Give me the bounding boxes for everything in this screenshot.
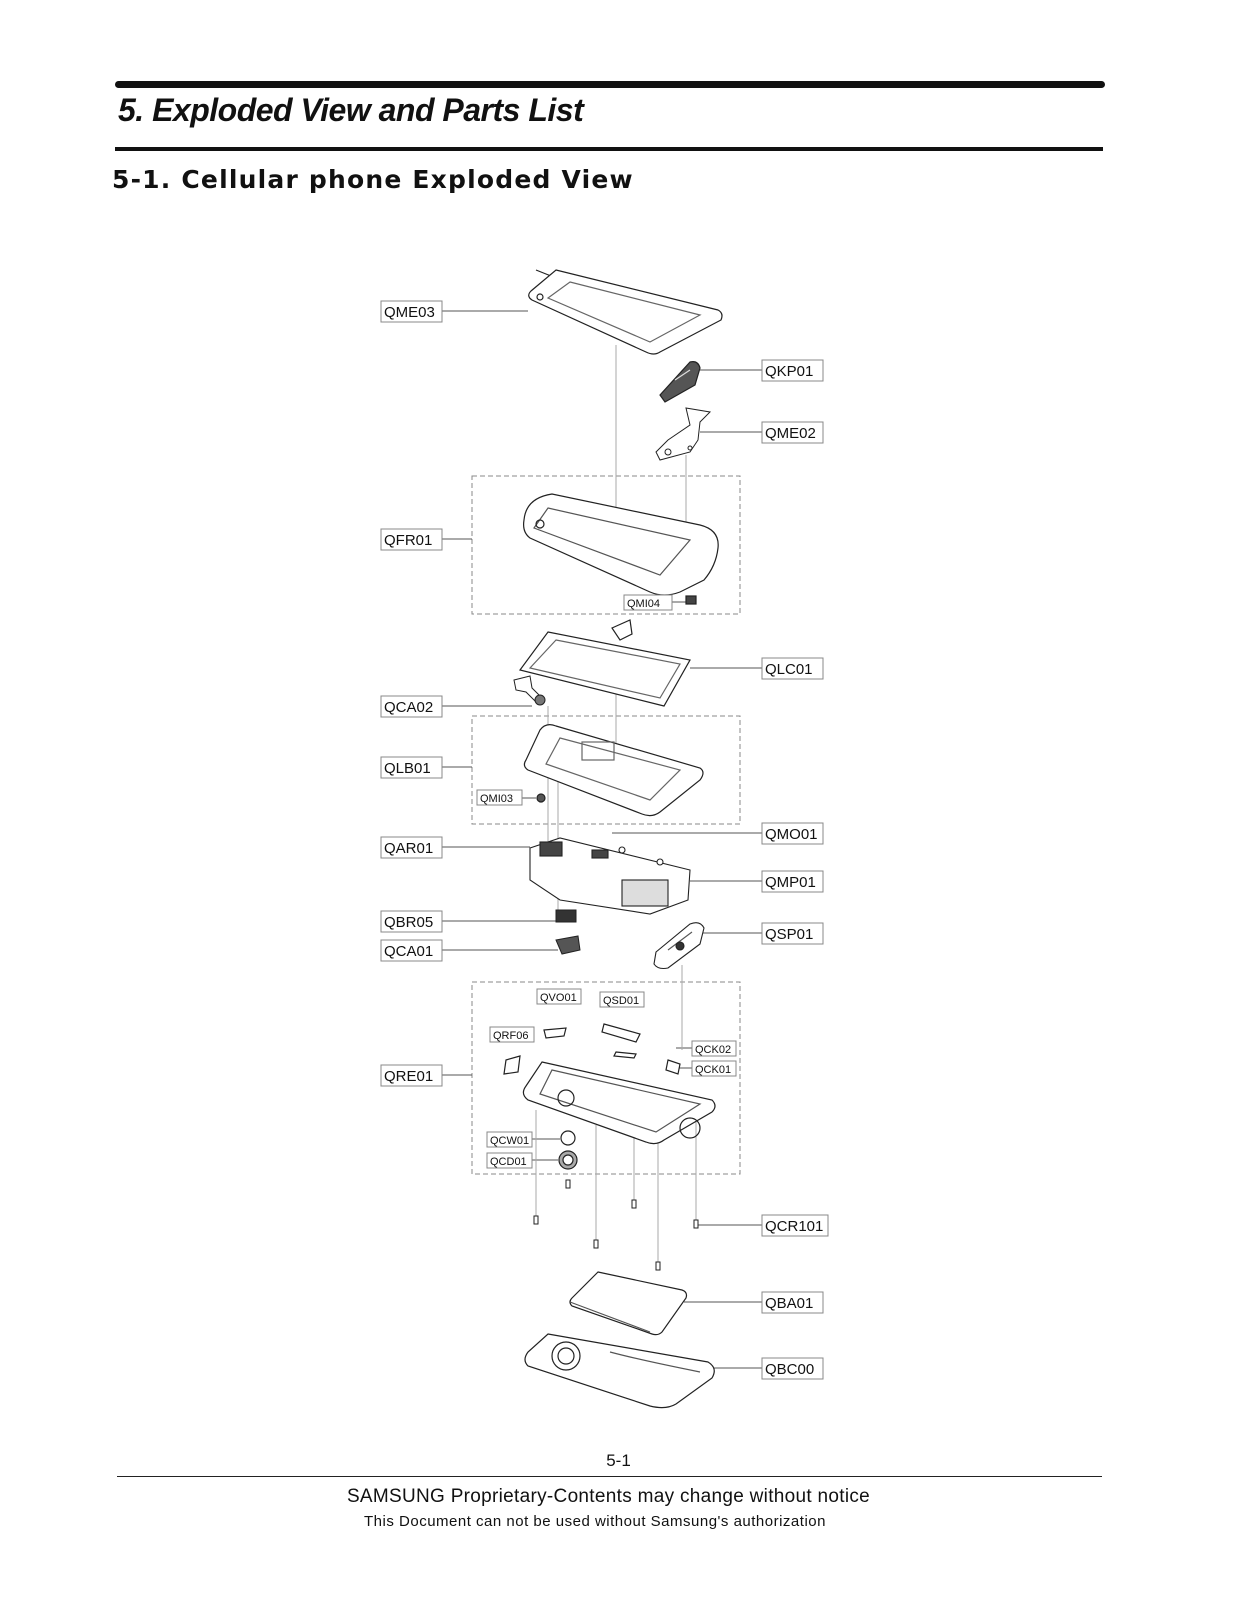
label-QCK01: QCK01 [691,1060,737,1077]
label-QMP01: QMP01 [761,870,824,893]
label-QCA02: QCA02 [380,695,443,718]
qre01-group-box [471,981,741,1175]
label-QSD01: QSD01 [599,991,645,1008]
svg-text:QCK01: QCK01 [695,1064,731,1076]
label-QMO01: QMO01 [761,822,824,845]
label-QME02: QME02 [761,421,824,444]
label-QCW01: QCW01 [486,1131,533,1148]
svg-text:QLB01: QLB01 [384,760,431,777]
label-QMI04: QMI04 [623,594,673,611]
label-QAR01: QAR01 [380,836,443,859]
svg-text:QLC01: QLC01 [765,661,813,678]
svg-text:QKP01: QKP01 [765,363,813,380]
front-camera-part [513,675,546,706]
key-flex-part [655,407,712,461]
label-QCK02: QCK02 [691,1040,737,1057]
section-title: 5. Exploded View and Parts List [118,92,584,128]
keypad-part [659,361,701,403]
label-QCR101: QCR101 [761,1214,829,1237]
label-QFR01: QFR01 [380,528,443,551]
svg-text:QMP01: QMP01 [765,874,816,891]
rear-case-part [503,1023,716,1170]
svg-text:QME02: QME02 [765,425,816,442]
svg-text:QAR01: QAR01 [384,840,433,857]
svg-text:QSP01: QSP01 [765,926,813,943]
svg-text:QFR01: QFR01 [384,532,432,549]
front-frame-part [523,493,719,605]
svg-text:QCA01: QCA01 [384,943,433,960]
main-board-part [529,837,691,915]
qlb01-group-box [471,715,741,825]
svg-text:QBA01: QBA01 [765,1295,813,1312]
svg-text:QMO01: QMO01 [765,826,818,843]
touch-window-part [528,269,723,355]
battery-part [569,1271,688,1336]
svg-text:QMI03: QMI03 [480,793,513,805]
label-QBA01: QBA01 [761,1291,824,1314]
svg-text:QBC00: QBC00 [765,1361,814,1378]
qfr01-group-box [471,475,741,615]
header-rule [115,147,1103,151]
footer-rule [117,1476,1102,1477]
label-QRF06: QRF06 [489,1026,535,1043]
svg-text:QRF06: QRF06 [493,1030,528,1042]
label-QME03: QME03 [380,300,443,323]
label-QVO01: QVO01 [536,988,582,1005]
svg-text:QCW01: QCW01 [490,1135,529,1147]
footer-notice: SAMSUNG Proprietary-Contents may change … [346,1486,871,1507]
svg-text:QRE01: QRE01 [384,1068,433,1085]
svg-text:QME03: QME03 [384,304,435,321]
svg-text:QVO01: QVO01 [540,992,577,1004]
main-camera-part [555,909,581,955]
speaker-part [653,922,705,970]
label-QRE01: QRE01 [380,1064,443,1087]
battery-cover-part [524,1333,715,1409]
svg-text:QCD01: QCD01 [490,1156,527,1168]
label-QBR05: QBR05 [380,910,443,933]
page-number: 5-1 [606,1451,631,1470]
svg-text:QCK02: QCK02 [695,1044,731,1056]
label-QSP01: QSP01 [761,922,824,945]
label-QCA01: QCA01 [380,939,443,962]
header-rule-thick [115,81,1105,88]
label-QLB01: QLB01 [380,756,443,779]
lcd-part [518,619,691,707]
subsection-title: 5-1. Cellular phone Exploded View [112,165,634,194]
label-QLC01: QLC01 [761,657,824,680]
label-QCD01: QCD01 [486,1152,533,1169]
svg-text:QCR101: QCR101 [765,1218,823,1235]
svg-text:QSD01: QSD01 [603,995,639,1007]
lcd-bracket-part [523,724,704,817]
label-QBC00: QBC00 [761,1357,824,1380]
label-QMI03: QMI03 [476,789,523,806]
svg-text:QBR05: QBR05 [384,914,433,931]
svg-text:QCA02: QCA02 [384,699,433,716]
screws-part [533,1179,699,1271]
label-QKP01: QKP01 [761,359,824,382]
footer-authorization: This Document can not be used without Sa… [364,1513,826,1530]
svg-text:QMI04: QMI04 [627,598,660,610]
